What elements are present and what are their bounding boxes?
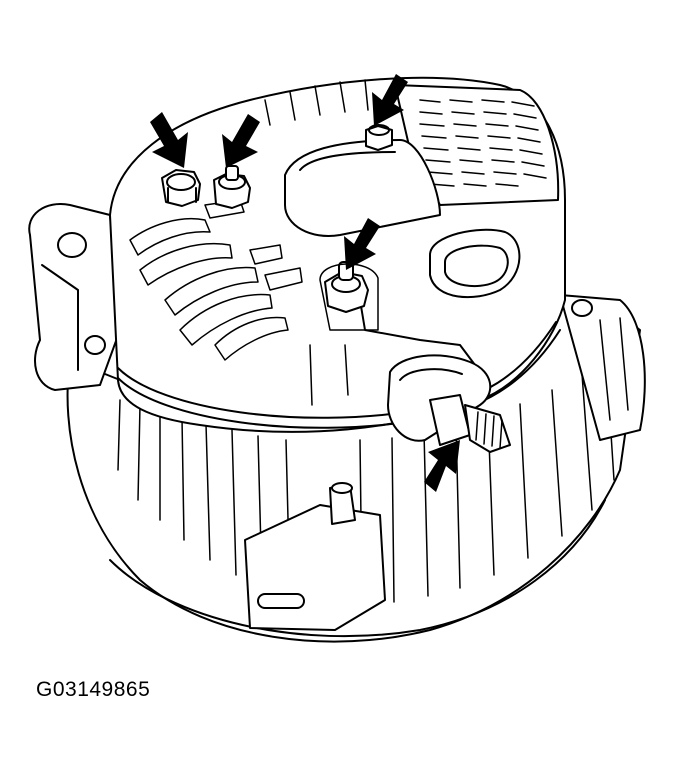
alternator-end-cover <box>109 76 566 433</box>
alternator-illustration <box>28 74 646 643</box>
pointer-arrow-icon <box>150 112 188 168</box>
terminal-nut-center <box>319 261 379 331</box>
output-terminal-stud <box>387 354 511 453</box>
pointer-arrow-icon <box>372 74 408 126</box>
pointer-arrow-icon <box>344 218 380 270</box>
terminal-nut-middle <box>213 165 251 209</box>
figure-id-label: G03149865 <box>36 678 151 701</box>
terminal-nut-left <box>161 169 201 207</box>
pointer-arrow-icon <box>222 114 260 168</box>
oval-connector <box>429 228 521 299</box>
alternator-figure <box>28 74 646 643</box>
alternator-left-mount <box>28 203 121 391</box>
alternator-right-mount <box>559 294 646 441</box>
pointer-arrow-icon <box>424 440 460 492</box>
cooling-slots <box>129 199 303 361</box>
terminal-bolt-top <box>365 124 393 151</box>
